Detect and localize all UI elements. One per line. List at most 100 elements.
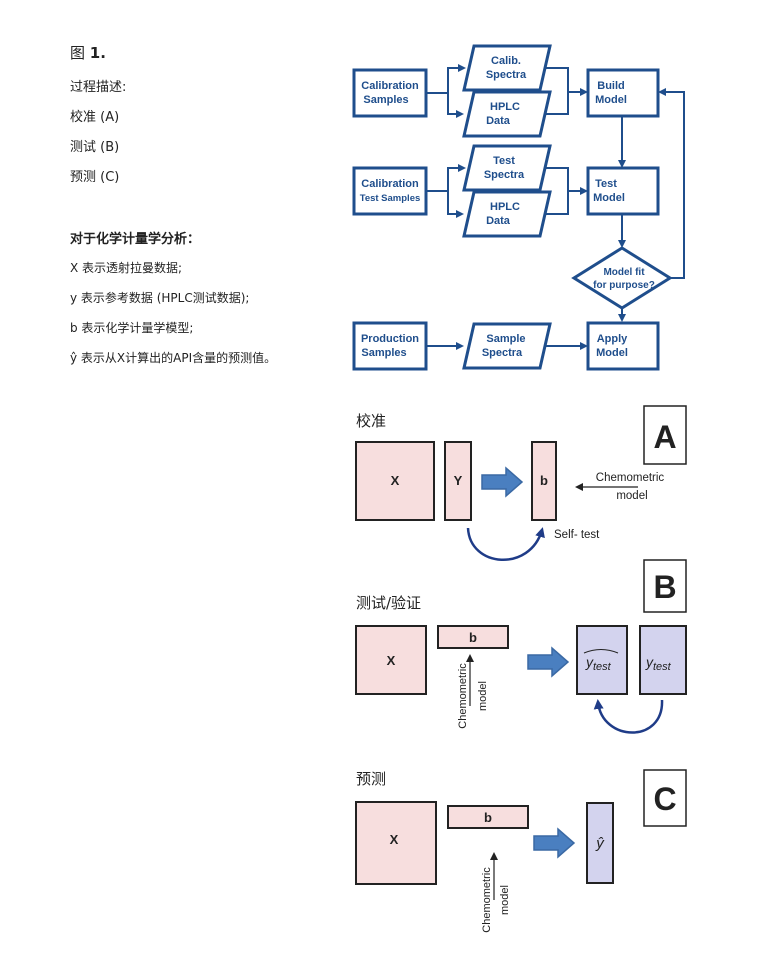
panel-a-b-label: b <box>540 473 548 488</box>
panel-c-chemometric: Chemometric <box>481 867 493 933</box>
calibration-samples-line1: Calibration <box>361 80 419 92</box>
test-model-box <box>586 166 660 216</box>
apply-model-line2: Model <box>596 347 628 359</box>
panel-b-b-matrix <box>437 625 509 649</box>
panel-a-letter: A <box>653 419 676 455</box>
production-samples-line1: Production <box>361 333 419 345</box>
panel-b-y-hat-matrix <box>576 625 628 695</box>
panel-b-y-test-sub: test <box>653 661 672 673</box>
figure-title: 图 1. <box>70 42 106 63</box>
panel-c: C X b Chemometric model ŷ <box>355 769 687 933</box>
calibration-test-line2: Test Samples <box>360 193 421 204</box>
definition-x: X 表示透射拉曼数据; <box>70 261 183 275</box>
panel-b-chemometric: Chemometric <box>457 663 469 729</box>
panel-c-b-label: b <box>484 810 492 825</box>
panel-a-chemometric: Chemometric <box>596 472 665 484</box>
calibration-test-line1: Calibration <box>361 178 419 190</box>
panel-a-b-matrix <box>531 441 557 521</box>
panel-c-letter-box <box>643 769 687 827</box>
panel-b: B X b Chemometric model ytest ytest <box>355 559 687 734</box>
panel-a-block-arrow <box>481 466 524 498</box>
calibration-test-samples-box <box>352 166 428 216</box>
panel-c-b-matrix <box>447 805 529 829</box>
panel-b-compare-curve <box>593 699 664 734</box>
sample-spectra-box <box>462 322 552 370</box>
build-model-line2: Model <box>595 94 627 106</box>
flowchart: Calibration Samples Calib. Spectra HPLC … <box>352 44 685 371</box>
connector-calib-to-spectra <box>426 64 466 94</box>
test-spectra-line1: Test <box>493 155 515 167</box>
sample-spectra-line2: Spectra <box>482 347 523 359</box>
calibration-samples-line2: Samples <box>363 94 408 106</box>
panel-b-x-matrix <box>355 625 427 695</box>
panel-b-block-arrow <box>527 646 570 678</box>
panel-a-title: 校准 <box>356 412 387 430</box>
test-spectra-line2: Spectra <box>484 169 525 181</box>
decision-line1: Model fit <box>603 267 645 278</box>
process-item-calibration: 校准 (A) <box>70 110 120 125</box>
process-item-prediction: 预测 (C) <box>70 170 120 185</box>
panel-a-y-matrix <box>444 441 472 521</box>
panel-b-y-test-label: ytest <box>645 654 672 673</box>
panel-a-y-label: Y <box>454 473 463 488</box>
hplc-data-2-line1: HPLC <box>490 201 520 213</box>
panel-b-letter: B <box>653 569 676 605</box>
connector-feedback <box>658 88 685 279</box>
panel-c-x-matrix <box>355 801 437 885</box>
build-model-line1: Build <box>597 80 625 92</box>
panel-b-y-hat-main: y <box>585 654 594 670</box>
panel-a-x-matrix <box>355 441 435 521</box>
panel-c-x-label: X <box>390 832 399 847</box>
panel-b-model: model <box>477 681 489 711</box>
test-model-line1: Test <box>595 178 617 190</box>
panel-c-y-hat-matrix <box>586 802 614 884</box>
panel-a-letter-box <box>643 405 687 465</box>
definition-y-hat: ŷ 表示从X计算出的API含量的预测值。 <box>70 351 277 365</box>
calib-spectra-line1: Calib. <box>491 55 521 67</box>
panel-b-y-hat-label: ytest <box>585 654 612 673</box>
panel-b-y-hat-sub: test <box>593 661 612 673</box>
calib-spectra-box <box>462 44 552 92</box>
panel-c-block-arrow <box>533 827 576 859</box>
panel-b-b-label: b <box>469 630 477 645</box>
calib-spectra-line2: Spectra <box>486 69 527 81</box>
hplc-data-1-box <box>462 90 552 138</box>
connector-test-to-hplc <box>447 191 464 218</box>
panel-c-title: 预测 <box>356 770 387 788</box>
build-model-box <box>586 68 660 118</box>
definition-y: y 表示参考数据 (HPLC测试数据); <box>70 291 250 305</box>
process-heading: 过程描述: <box>70 80 127 95</box>
panel-b-hat-symbol <box>583 649 619 654</box>
panel-b-y-test-main: y <box>645 654 654 670</box>
panel-a-self-test-label: Self- test <box>554 529 600 541</box>
test-model-line2: Model <box>593 192 625 204</box>
panel-a-model: model <box>616 490 647 502</box>
panel-b-y-test-matrix <box>639 625 687 695</box>
test-spectra-box <box>462 144 552 192</box>
apply-model-box <box>586 321 660 371</box>
hplc-data-1-line1: HPLC <box>490 101 520 113</box>
connector-test-to-spectra <box>426 164 466 192</box>
panel-a-self-test-curve <box>466 527 545 561</box>
chemometrics-heading: 对于化学计量学分析： <box>70 232 201 247</box>
panel-c-letter: C <box>653 781 676 817</box>
decision-diamond <box>571 246 673 310</box>
production-samples-line2: Samples <box>361 347 406 359</box>
panel-c-y-hat-label: ŷ <box>595 835 605 852</box>
definition-b: b 表示化学计量学模型; <box>70 321 194 335</box>
panel-a: A X Y b Chemometric model Self- test <box>355 405 687 561</box>
figure-label: 图 <box>70 44 86 62</box>
hplc-data-2-line2: Data <box>486 215 511 227</box>
figure-number: 1. <box>89 44 106 62</box>
sample-spectra-line1: Sample <box>486 333 525 345</box>
panel-b-x-label: X <box>387 653 396 668</box>
calibration-samples-box <box>352 68 428 118</box>
process-item-test: 测试 (B) <box>70 140 120 155</box>
hplc-data-2-box <box>462 190 552 238</box>
connector-calib-to-hplc <box>447 93 464 118</box>
apply-model-line1: Apply <box>597 333 628 345</box>
decision-line2: for purpose? <box>593 280 655 291</box>
hplc-data-1-line2: Data <box>486 115 511 127</box>
panel-b-title: 测试/验证 <box>356 594 422 612</box>
